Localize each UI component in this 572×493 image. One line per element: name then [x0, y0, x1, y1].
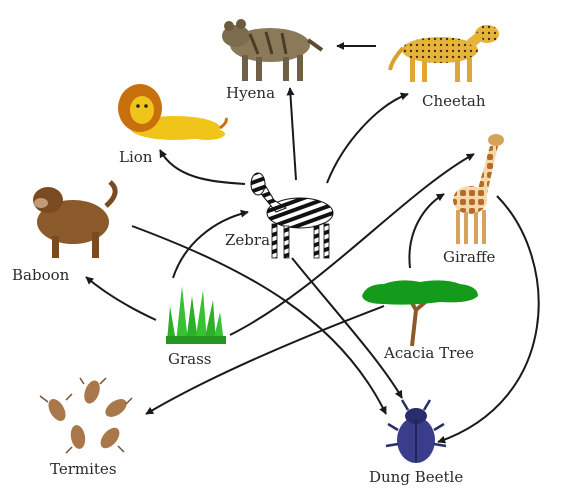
- hyena-icon: [222, 19, 322, 81]
- cheetah-icon: [390, 25, 499, 82]
- dung-beetle-icon: [386, 400, 446, 463]
- label-lion: Lion: [119, 150, 152, 165]
- arrow-zebra-to-lion: [160, 150, 245, 184]
- lion-icon: [118, 84, 226, 140]
- label-termites: Termites: [50, 462, 117, 477]
- acacia-tree-icon: [362, 280, 478, 346]
- arrow-grass-to-baboon: [86, 277, 156, 320]
- label-cheetah: Cheetah: [422, 94, 486, 109]
- arrow-zebra-to-cheetah: [327, 94, 408, 183]
- grass-icon: [166, 286, 226, 344]
- label-dung-beetle: Dung Beetle: [369, 470, 463, 485]
- arrow-zebra-to-dung-beetle: [292, 258, 402, 398]
- arrow-giraffe-to-dung-beetle: [438, 196, 539, 442]
- label-baboon: Baboon: [12, 268, 69, 283]
- arrow-zebra-to-hyena: [290, 88, 296, 180]
- label-giraffe: Giraffe: [443, 250, 495, 265]
- label-hyena: Hyena: [226, 86, 275, 101]
- label-acacia-tree: Acacia Tree: [384, 346, 474, 361]
- termites-icon: [40, 378, 132, 453]
- giraffe-icon: [453, 134, 504, 244]
- label-grass: Grass: [168, 352, 212, 367]
- baboon-icon: [33, 182, 115, 258]
- label-zebra: Zebra: [225, 233, 270, 248]
- arrow-acacia-to-giraffe: [409, 194, 444, 268]
